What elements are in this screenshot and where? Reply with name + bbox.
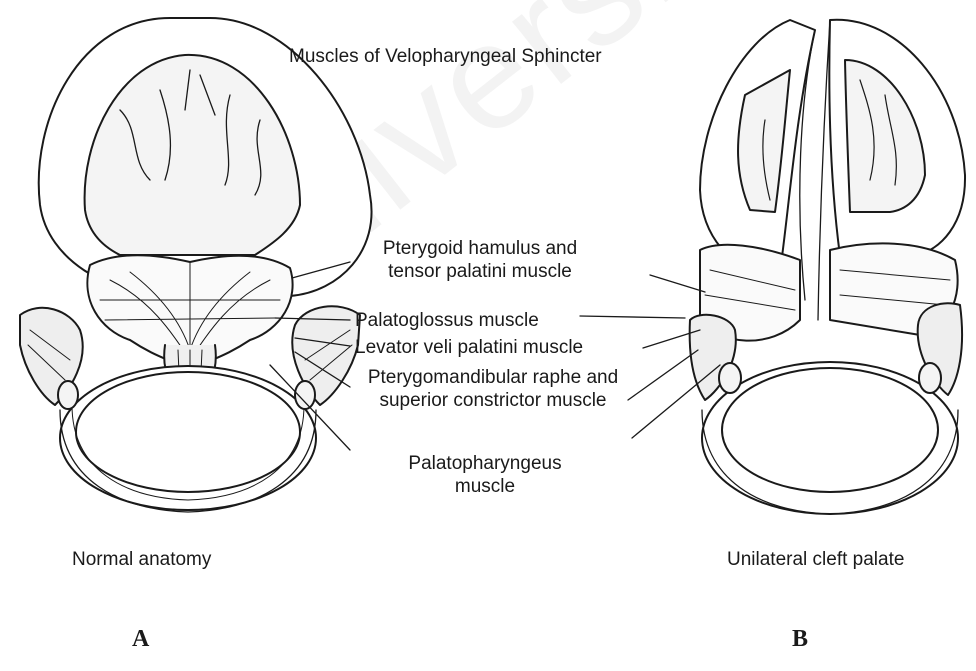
normal-anatomy-drawing xyxy=(20,18,372,512)
label-pterygomandibular-line-2: superior constrictor muscle xyxy=(343,389,643,412)
label-pterygoid-line-1: Pterygoid hamulus and xyxy=(355,237,605,260)
label-pterygomandibular: Pterygomandibular raphe and superior con… xyxy=(343,366,643,412)
caption-unilateral-cleft: Unilateral cleft palate xyxy=(727,548,904,571)
cleft-palate-drawing xyxy=(690,20,965,514)
label-levator-veli-palatini: Levator veli palatini muscle xyxy=(355,336,583,359)
panel-label-a: A xyxy=(132,626,149,653)
label-palatopharyngeus: Palatopharyngeus muscle xyxy=(380,452,590,498)
label-pterygoid-hamulus: Pterygoid hamulus and tensor palatini mu… xyxy=(355,237,605,283)
label-pterygoid-line-2: tensor palatini muscle xyxy=(355,260,605,283)
label-palatopharyngeus-line-2: muscle xyxy=(380,475,590,498)
figure-title: Muscles of Velopharyngeal Sphincter xyxy=(289,45,602,68)
label-palatoglossus: Palatoglossus muscle xyxy=(355,309,539,332)
label-palatopharyngeus-line-1: Palatopharyngeus xyxy=(380,452,590,475)
caption-normal-anatomy: Normal anatomy xyxy=(72,548,211,571)
label-pterygomandibular-line-1: Pterygomandibular raphe and xyxy=(343,366,643,389)
panel-label-b: B xyxy=(792,626,808,653)
